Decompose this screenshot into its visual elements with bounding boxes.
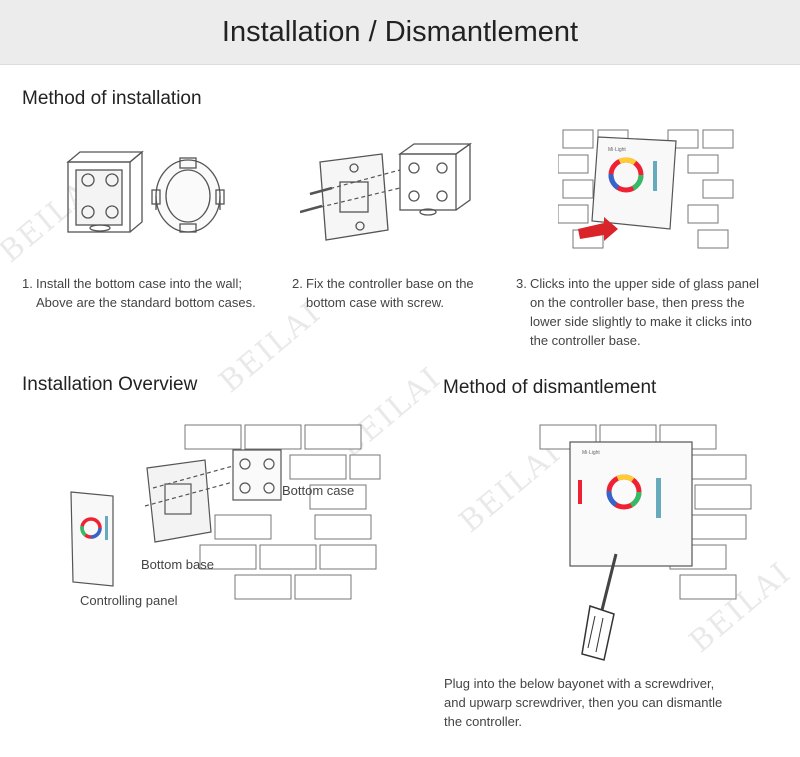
controlling-panel-label: Controlling panel (80, 593, 178, 608)
installation-title: Method of installation (22, 88, 202, 109)
overview-illustration (70, 424, 381, 600)
step-2: 2. Fix the controller base on the bottom… (292, 276, 474, 310)
header-banner: Installation / Dismantlement (0, 0, 800, 65)
step-1: 1. Install the bottom case into the wall… (22, 276, 256, 310)
overview-title: Installation Overview (22, 374, 198, 395)
panel-brand: Mi·Light (608, 147, 626, 153)
bottom-case-illustration (66, 150, 225, 233)
bottom-case-label: Bottom case (282, 483, 355, 498)
dismantlement-note: Plug into the below bayonet with a screw… (444, 676, 723, 729)
panel-click-illustration: Mi·Light (558, 129, 734, 249)
bottom-base-label: Bottom base (141, 557, 214, 572)
screwdriver-icon (581, 605, 615, 661)
dismantlement-title: Method of dismantlement (443, 377, 657, 398)
step-3: 3. Clicks into the upper side of glass p… (516, 276, 760, 348)
press-arrow-icon (578, 217, 618, 241)
controller-base-illustration (300, 142, 473, 241)
page-title: Installation / Dismantlement (221, 15, 579, 48)
panel-brand: Mi·Light (582, 450, 600, 456)
dismantlement-illustration: Mi·Light (539, 424, 752, 661)
